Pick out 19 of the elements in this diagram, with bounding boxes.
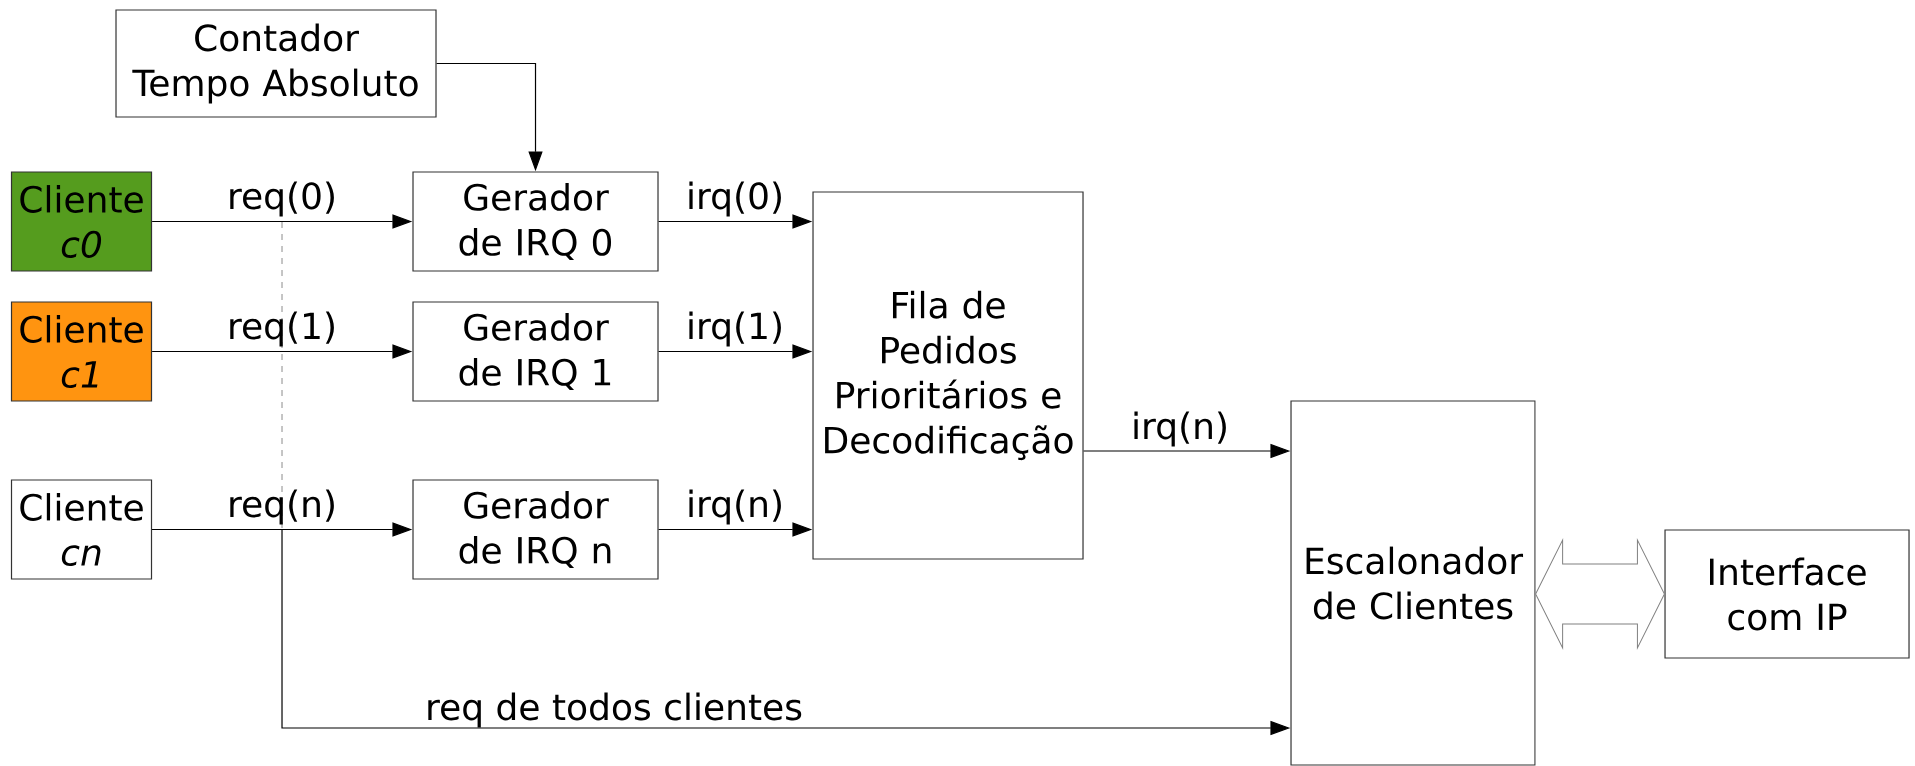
edge-label: req de todos clientes bbox=[428, 692, 802, 728]
edge-label: req(n) bbox=[230, 489, 334, 525]
block-box: Gerador de IRQ n bbox=[412, 479, 659, 580]
edge-label: req(0) bbox=[230, 181, 334, 217]
double-arrow bbox=[1535, 539, 1665, 649]
block-box: Fila de Pedidos Prioritários e Decodificação bbox=[812, 191, 1084, 560]
edge-label: irq(1) bbox=[689, 311, 781, 347]
edge-label: irq(n) bbox=[1134, 411, 1226, 447]
edge-label: irq(n) bbox=[689, 489, 781, 525]
client-box: Cliente c0 bbox=[10, 171, 153, 272]
block-box: Escalonador de Clientes bbox=[1290, 400, 1536, 766]
block-box: Gerador de IRQ 1 bbox=[412, 301, 659, 402]
edge-label: irq(0) bbox=[689, 181, 781, 217]
block-box: Interface com IP bbox=[1664, 529, 1910, 659]
block-box: Contador Tempo Absoluto bbox=[115, 9, 437, 118]
block-box: Gerador de IRQ 0 bbox=[412, 171, 659, 272]
client-box: Cliente c1 bbox=[10, 301, 153, 402]
edge-label: req(1) bbox=[230, 311, 334, 347]
client-box: Cliente cn bbox=[10, 479, 153, 580]
